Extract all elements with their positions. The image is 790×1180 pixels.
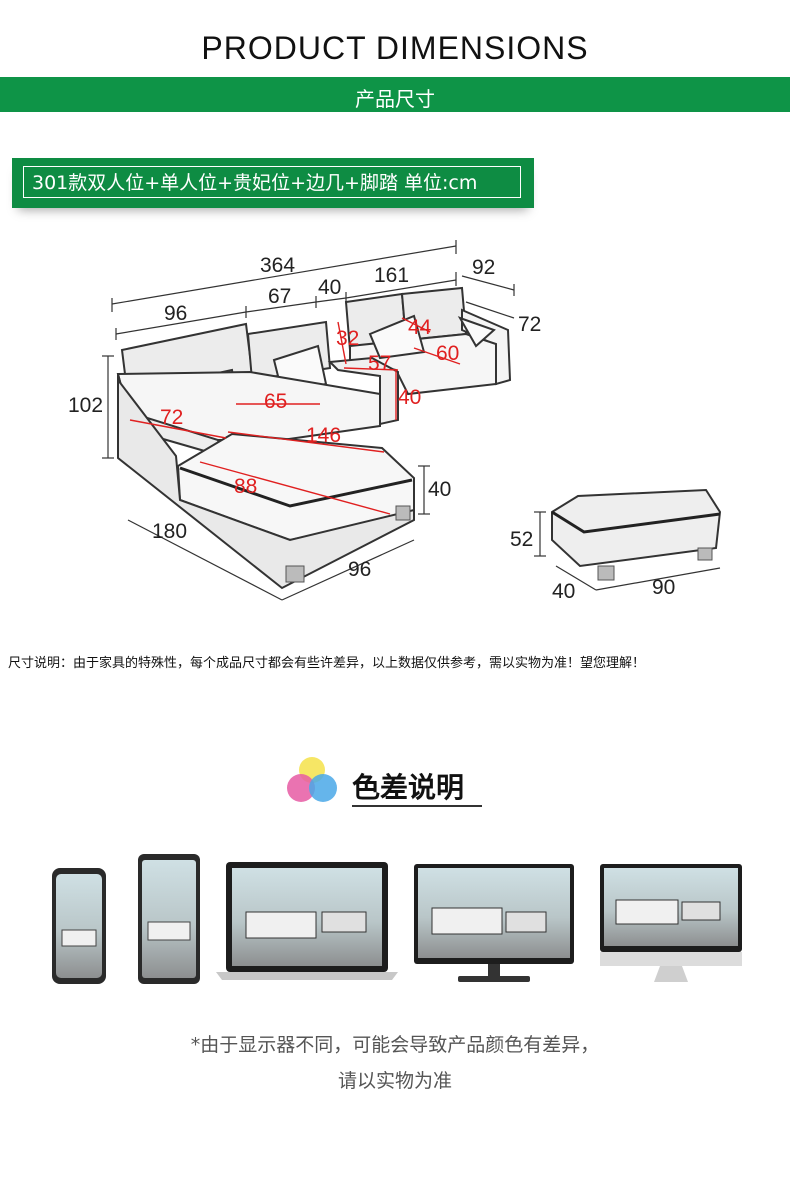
dim-table-57: 57 <box>368 352 391 375</box>
dim-ottoman-height: 52 <box>510 528 533 551</box>
dim-section-right: 161 <box>374 264 409 287</box>
section-banner <box>0 77 790 112</box>
dim-chaise-width: 96 <box>348 558 371 581</box>
dimension-guides-red <box>129 317 461 515</box>
dimension-lines <box>102 240 721 601</box>
dim-seat-height: 40 <box>428 478 451 501</box>
color-caption-line1: *由于显示器不同，可能会导致产品颜色有差异， <box>190 1034 600 1056</box>
dim-right-44: 44 <box>408 316 432 339</box>
device-lineup <box>52 854 742 984</box>
sofa-illustration <box>116 286 512 590</box>
laptop-device <box>216 862 398 980</box>
dim-section-middle: 67 <box>268 285 291 308</box>
dim-back-height: 32 <box>336 327 359 350</box>
dim-chaise-88: 88 <box>234 475 257 498</box>
dim-total-width: 364 <box>260 254 295 277</box>
section-banner-title: 产品尺寸 <box>355 87 435 111</box>
spec-label: 301款双人位+单人位+贵妃位+边几+脚踏 单位:cm <box>23 166 521 198</box>
color-difference-title: 色差说明 <box>352 771 465 804</box>
dim-chaise-146: 146 <box>306 424 341 447</box>
dim-side-table: 40 <box>318 276 341 299</box>
phone-device-2 <box>138 854 200 984</box>
color-caption-line2: 请以实物为准 <box>337 1070 452 1092</box>
dim-height-total: 102 <box>68 394 103 417</box>
dim-chaise-length: 180 <box>152 520 187 543</box>
spec-panel: 301款双人位+单人位+贵妃位+边几+脚踏 单位:cm <box>12 158 534 208</box>
color-circles-icon <box>287 757 337 802</box>
dim-table-40: 40 <box>398 386 421 409</box>
dim-ottoman-depth: 40 <box>552 580 575 603</box>
ottoman-illustration <box>551 488 722 581</box>
dim-seat-back-mid: 65 <box>264 390 287 413</box>
dim-ottoman-width: 90 <box>652 576 675 599</box>
monitor-device <box>414 864 574 982</box>
phone-device <box>52 868 106 984</box>
dim-seat-arm-left: 72 <box>160 406 183 429</box>
page-title: PRODUCT DIMENSIONS <box>201 30 589 66</box>
imac-device <box>600 864 742 982</box>
dim-section-left: 96 <box>164 302 187 325</box>
dim-right-60: 60 <box>436 342 459 365</box>
size-note: 尺寸说明：由于家具的特殊性，每个成品尺寸都会有些许差异，以上数据仅供参考，需以实… <box>8 656 646 671</box>
dim-depth-right: 92 <box>472 256 495 279</box>
dimension-diagram: 364 92 96 67 40 161 72 102 40 180 96 52 … <box>68 240 722 603</box>
title-underline <box>352 805 482 807</box>
dim-arm-depth: 72 <box>518 313 541 336</box>
